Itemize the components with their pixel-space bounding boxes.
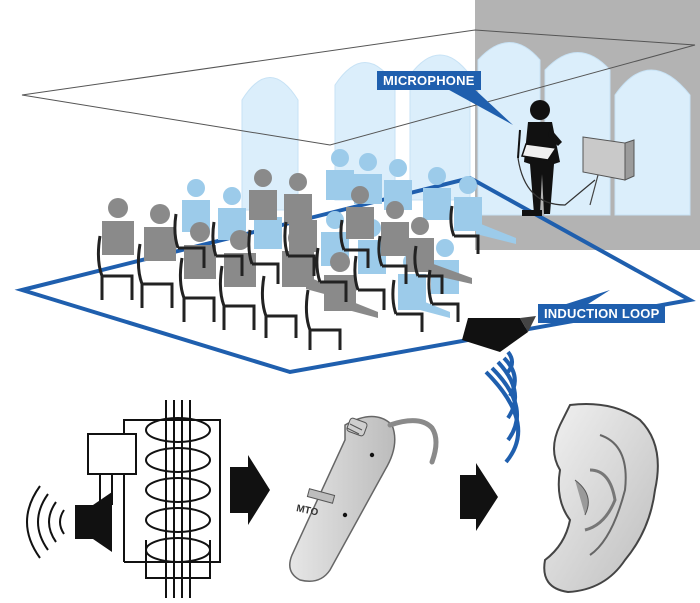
arrow-right-icon (230, 455, 270, 525)
speaker-sound-waves (26, 485, 65, 559)
lectern (521, 143, 558, 161)
window-arches (241, 42, 691, 216)
ear-icon (543, 403, 659, 594)
induction-loop-callout-pointer (560, 290, 610, 306)
ceiling-outline (21, 29, 696, 146)
audience-chairs (96, 205, 480, 350)
amplifier-box-icon (582, 136, 635, 206)
hearing-aid-icon: MTO (289, 415, 439, 582)
microphone-label: MICROPHONE (377, 71, 481, 90)
speaker-icon (75, 492, 112, 552)
hearing-aid-switch-label: MTO (295, 503, 319, 518)
induction-loop-label: INDUCTION LOOP (538, 304, 666, 323)
arrow-down-icon (462, 316, 536, 352)
induction-loop-floor (14, 175, 696, 375)
signal-waves (484, 350, 521, 464)
arrow-right-icon-2 (460, 463, 498, 531)
microphone-callout-pointer (440, 85, 513, 125)
coil-transformer-icon (87, 400, 221, 598)
audience-grey (102, 169, 472, 318)
microphone-cable (517, 157, 596, 206)
